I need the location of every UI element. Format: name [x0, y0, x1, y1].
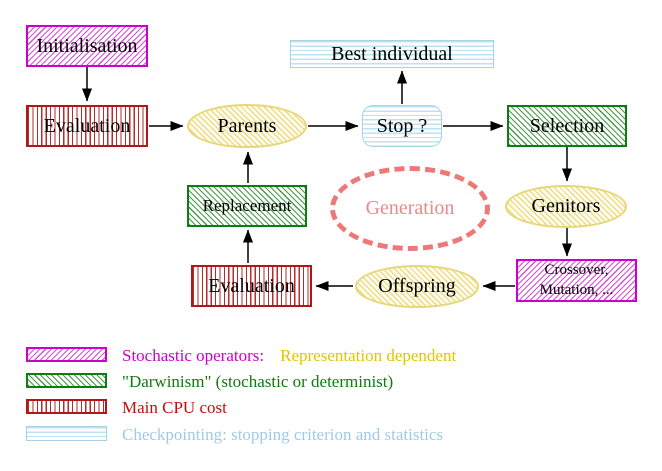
node-stop: Stop ? — [362, 105, 442, 147]
legend-swatch-stochastic-operators — [26, 347, 107, 362]
legend-label-darwinism: "Darwinism" (stochastic or determinist) — [122, 372, 394, 391]
legend-label-stochastic-operators: Stochastic operators: Representation depe… — [122, 347, 456, 364]
legend-label-main-cpu-cost: Main CPU cost — [122, 398, 227, 417]
legend-swatch-checkpointing — [26, 426, 107, 441]
legend-text-stochastic: Stochastic operators: — [122, 346, 265, 365]
legend-text-representation-dependent: Representation dependent — [280, 346, 457, 365]
node-initialisation: Initialisation — [26, 25, 148, 67]
crossover-line2: Mutation, ... — [539, 281, 614, 298]
node-replacement: Replacement — [187, 185, 307, 227]
legend-label-checkpointing: Checkpointing: stopping criterion and st… — [122, 425, 444, 444]
legend-swatch-darwinism — [26, 373, 107, 388]
node-offspring: Offspring — [355, 265, 479, 308]
node-crossover-mutation: Crossover, Mutation, ... — [516, 259, 637, 302]
node-best-individual: Best individual — [290, 40, 494, 68]
crossover-line1: Crossover, — [544, 262, 609, 278]
node-genitors: Genitors — [505, 185, 627, 228]
node-parents: Parents — [187, 104, 307, 148]
node-evaluation-top: Evaluation — [26, 105, 148, 147]
legend-swatch-main-cpu-cost — [26, 399, 107, 414]
node-selection: Selection — [507, 105, 627, 147]
node-evaluation-bottom: Evaluation — [191, 265, 312, 307]
node-generation: Generation — [330, 166, 490, 251]
